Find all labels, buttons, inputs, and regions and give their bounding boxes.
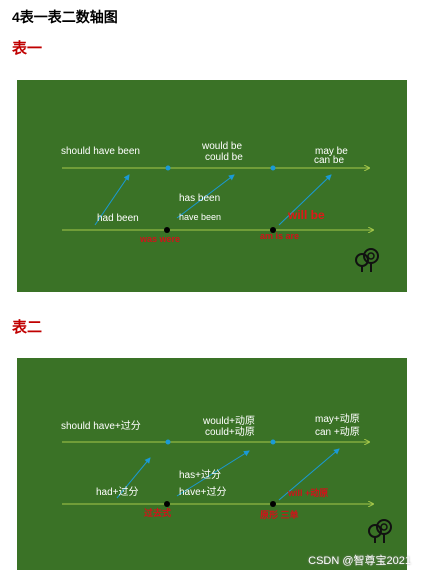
label-should-have-been: should have been (61, 146, 140, 157)
shift-arrow (278, 448, 340, 501)
lower-axis-point (270, 227, 276, 233)
label-could-be: could be (205, 152, 243, 163)
table1-board: should have been would be could be may b… (17, 80, 407, 292)
label-may-be: may be (315, 146, 348, 157)
shift-arrow (116, 457, 151, 499)
shift-arrow (278, 174, 332, 226)
upper-axis-tick (165, 439, 171, 445)
label-have-pp: have+过分 (179, 487, 227, 498)
shift-arrow (94, 174, 130, 226)
label-will-be: will be (288, 208, 325, 222)
table2-title: 表二 (12, 319, 43, 336)
label-may-v: may+动原 (315, 414, 360, 425)
table1-title: 表一 (12, 40, 43, 57)
page-heading: 4表一表二数轴图 (12, 9, 118, 25)
label-has-pp: has+过分 (179, 470, 221, 481)
lower-axis-point (164, 501, 170, 507)
upper-axis-tick (165, 165, 171, 171)
shift-arrow (176, 174, 235, 219)
label-has-been: has been (179, 193, 221, 204)
tree-icon (368, 519, 392, 543)
table2-board: should have+过分 would+动原 could+动原 may+动原 … (17, 358, 407, 570)
table1-number-line-diagram (62, 80, 407, 233)
lower-axis-point (164, 227, 170, 233)
label-would-v: would+动原 (203, 416, 255, 427)
label-can-v: can +动原 (315, 427, 360, 438)
lower-axis-point (270, 501, 276, 507)
upper-axis-tick (270, 165, 276, 171)
label-should-have-pp: should have+过分 (61, 421, 141, 432)
label-am-is-are: am is are (260, 231, 300, 241)
label-was-were: was were (140, 234, 181, 244)
label-would-be: would be (202, 141, 243, 152)
label-will-v: will +动原 (288, 488, 329, 498)
label-can-be: can be (314, 155, 345, 166)
label-past-tense: 过去式 (144, 508, 172, 518)
shift-arrow (176, 450, 250, 497)
tree-icon (355, 248, 379, 272)
label-could-v: could+动原 (205, 427, 255, 438)
table2-number-line-diagram (62, 358, 407, 507)
label-have-been: have been (179, 212, 222, 222)
label-had-pp: had+过分 (96, 487, 139, 498)
label-present-3sg: 原形 三单 (260, 510, 299, 520)
label-had-been: had been (97, 213, 139, 224)
upper-axis-tick (270, 439, 276, 445)
watermark-text: CSDN @智尊宝2021 (308, 555, 411, 567)
